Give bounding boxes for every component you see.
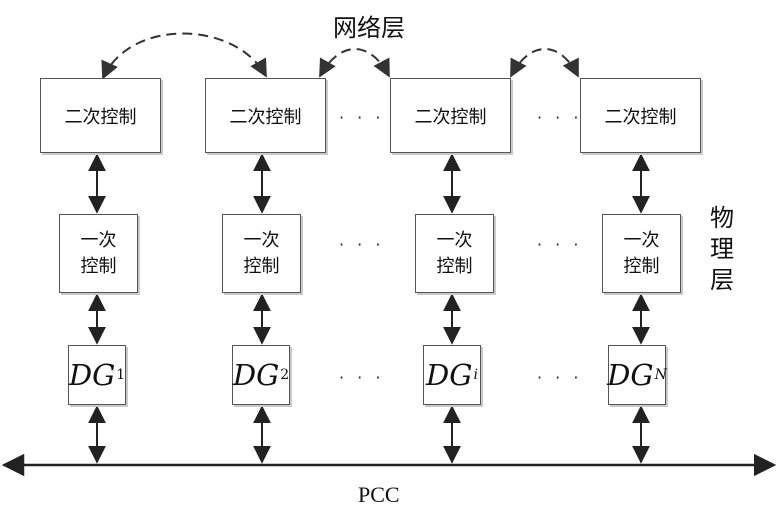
primary-label-line1: 一次 (624, 228, 660, 254)
dg-box-1: DG1 (68, 345, 126, 405)
dg-base: DG (233, 358, 279, 392)
primary-control-box-i: 一次 控制 (415, 214, 494, 293)
pcc-label: PCC (358, 482, 400, 508)
secondary-control-box-i: 二次控制 (390, 78, 511, 153)
ellipsis-dg-2: · · · (537, 368, 582, 387)
primary-label-line2: 控制 (244, 254, 280, 280)
primary-control-box-N: 一次 控制 (602, 214, 681, 293)
primary-label-line1: 一次 (437, 228, 473, 254)
primary-label-line2: 控制 (437, 254, 473, 280)
dg-subscript: 1 (116, 367, 125, 383)
dg-box-N: DGN (608, 345, 666, 405)
dg-subscript: N (655, 367, 667, 383)
dg-subscript: i (473, 367, 477, 383)
primary-label-line1: 一次 (244, 228, 280, 254)
secondary-control-box-N: 二次控制 (580, 78, 701, 153)
dg-box-2: DG2 (232, 345, 290, 405)
ellipsis-secondary-1: · · · (339, 108, 384, 127)
network-layer-label: 网络层 (333, 8, 405, 43)
comm-link-2-i (320, 49, 389, 76)
ellipsis-primary-2: · · · (537, 235, 582, 254)
secondary-control-box-2: 二次控制 (205, 78, 326, 153)
dg-box-i: DGi (423, 345, 481, 405)
primary-control-box-1: 一次 控制 (59, 214, 138, 293)
dg-base: DG (426, 358, 472, 392)
physical-layer-label: 物理层 (707, 203, 737, 296)
primary-label-line2: 控制 (624, 254, 660, 280)
comm-link-i-N (511, 49, 578, 76)
dg-base: DG (69, 358, 115, 392)
dg-subscript: 2 (280, 367, 289, 383)
primary-label-line1: 一次 (81, 228, 117, 254)
ellipsis-secondary-2: · · · (537, 108, 582, 127)
primary-label-line2: 控制 (81, 254, 117, 280)
ellipsis-primary-1: · · · (339, 235, 384, 254)
ellipsis-dg-1: · · · (339, 368, 384, 387)
dg-base: DG (607, 358, 653, 392)
primary-control-box-2: 一次 控制 (222, 214, 301, 293)
secondary-control-box-1: 二次控制 (40, 78, 161, 153)
comm-link-1-2 (103, 34, 266, 79)
